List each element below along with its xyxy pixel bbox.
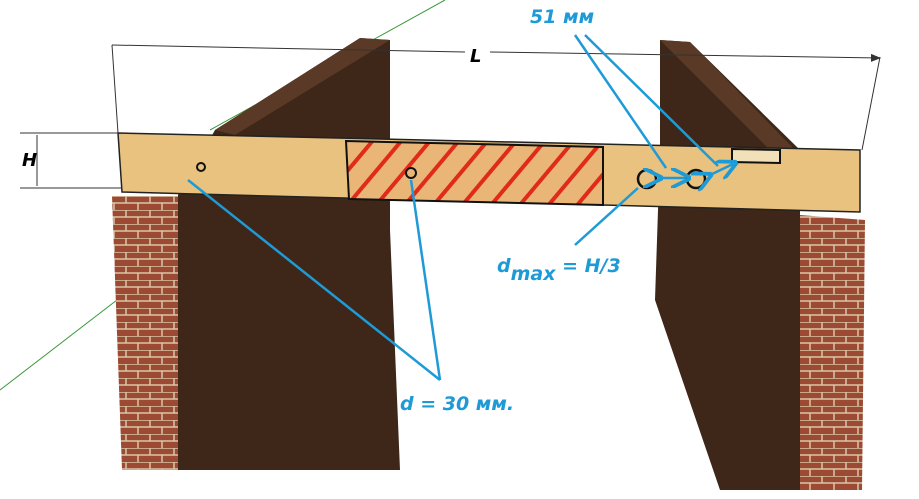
right-wall	[655, 40, 800, 490]
left-wall	[178, 38, 400, 470]
guide-line	[0, 289, 131, 391]
notch	[731, 147, 781, 165]
annotation-lines	[187, 34, 733, 381]
hatched-zone	[344, 139, 604, 207]
dmax-label: dmax = H/3	[497, 255, 621, 285]
height-label: H	[22, 150, 37, 171]
dimension-lines	[20, 44, 881, 189]
hole	[196, 162, 206, 172]
beam	[117, 132, 861, 213]
hole	[405, 167, 417, 179]
length-label: L	[470, 46, 481, 67]
right-brick-pillar	[800, 215, 865, 490]
hole-diameter-label: d = 30 мм.	[400, 393, 514, 415]
spacing-label: 51 мм	[530, 6, 594, 28]
left-brick-pillar	[112, 196, 178, 470]
